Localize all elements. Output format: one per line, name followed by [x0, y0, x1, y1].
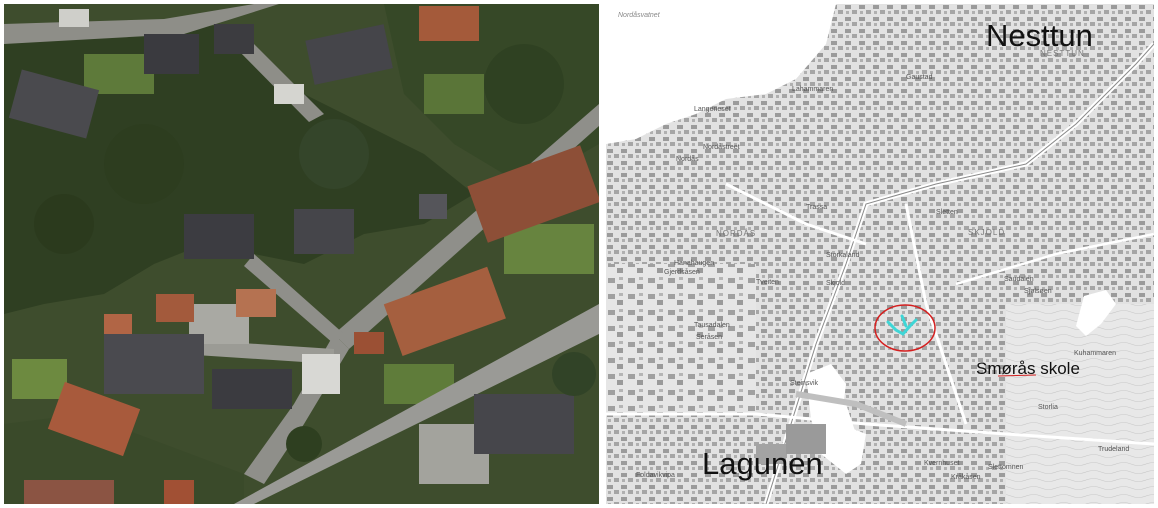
place-label: Saudalen: [1004, 276, 1034, 283]
district-label-nesttun: NESTTUN: [1040, 49, 1085, 58]
district-label-nordas: NORDÅS: [716, 229, 757, 238]
place-label: Slettomnen: [988, 464, 1024, 471]
place-label: Steinsvik: [790, 380, 819, 387]
label-nesttun: Nesttun: [986, 18, 1093, 53]
place-label: Nordås: [676, 156, 699, 163]
place-label: Foldavikvipa: [636, 472, 675, 479]
place-label: Nordåsvatnet: [618, 12, 660, 19]
place-label: Skjold: [826, 280, 846, 287]
place-label: Storlia: [1038, 404, 1058, 411]
place-label: Kuhammaren: [1074, 350, 1117, 357]
place-label: Lahammaren: [792, 86, 834, 93]
place-label: Sjølsøen: [1024, 288, 1052, 295]
place-label: Sletten: [936, 209, 958, 216]
aerial-photo: [4, 4, 599, 504]
place-label: Kvernhuset: [924, 460, 960, 467]
label-lagunen: Lagunen: [702, 446, 823, 481]
place-label: Nordåstreet: [703, 144, 740, 151]
site-track: [886, 314, 918, 336]
water-body: [606, 4, 836, 144]
label-smoras-skole: Smørås skole: [976, 359, 1080, 378]
aerial-photo-image: [4, 4, 599, 504]
place-label: Gaustad: [906, 74, 933, 81]
place-label: Kråkåsen: [951, 474, 981, 481]
place-label: Tveiten: [756, 279, 779, 286]
map-background: [606, 4, 1154, 504]
place-label: Hanahaugen: [674, 260, 715, 267]
place-label: Storkaland: [826, 252, 860, 259]
site-marker-ellipse: [874, 304, 936, 352]
place-label: Gjerdsåsen: [664, 269, 700, 276]
district-label-skjold: SKJOLD: [968, 228, 1006, 237]
place-label: Seråsen: [696, 334, 723, 341]
map-view[interactable]: Nordåsvatnet Langeneset Lahammaren Nordå…: [606, 4, 1154, 504]
place-label: Langeneset: [694, 106, 731, 113]
place-label: Trudeland: [1098, 446, 1130, 453]
place-label: Trassa: [806, 204, 828, 211]
place-label: Tausadalen: [694, 322, 730, 329]
